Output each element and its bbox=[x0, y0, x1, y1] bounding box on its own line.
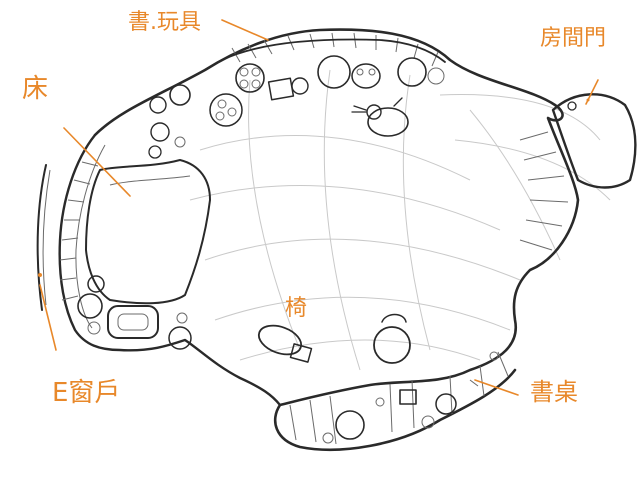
lower-left-items bbox=[77, 275, 192, 350]
plush-toy bbox=[351, 97, 409, 137]
toy-shelf bbox=[148, 38, 446, 159]
room-door bbox=[551, 93, 637, 189]
annotation-leaders bbox=[39, 19, 599, 396]
round-toy bbox=[373, 313, 411, 364]
label-room-door: 房間門 bbox=[540, 26, 607, 51]
window bbox=[36, 164, 51, 311]
bookshelf-desk bbox=[322, 351, 499, 444]
label-bookshelf: 書桌 bbox=[530, 378, 578, 406]
label-bed: 床 bbox=[22, 74, 49, 104]
stool bbox=[257, 324, 313, 363]
room-outer-wall bbox=[93, 28, 580, 451]
label-window: E窗戶 bbox=[52, 378, 121, 408]
label-stool: 椅 bbox=[285, 296, 308, 321]
label-toy-shelf: 書.玩具 bbox=[128, 10, 201, 35]
floor-construction-lines bbox=[189, 69, 611, 371]
wall-hatching bbox=[59, 32, 569, 445]
bed bbox=[85, 159, 211, 305]
